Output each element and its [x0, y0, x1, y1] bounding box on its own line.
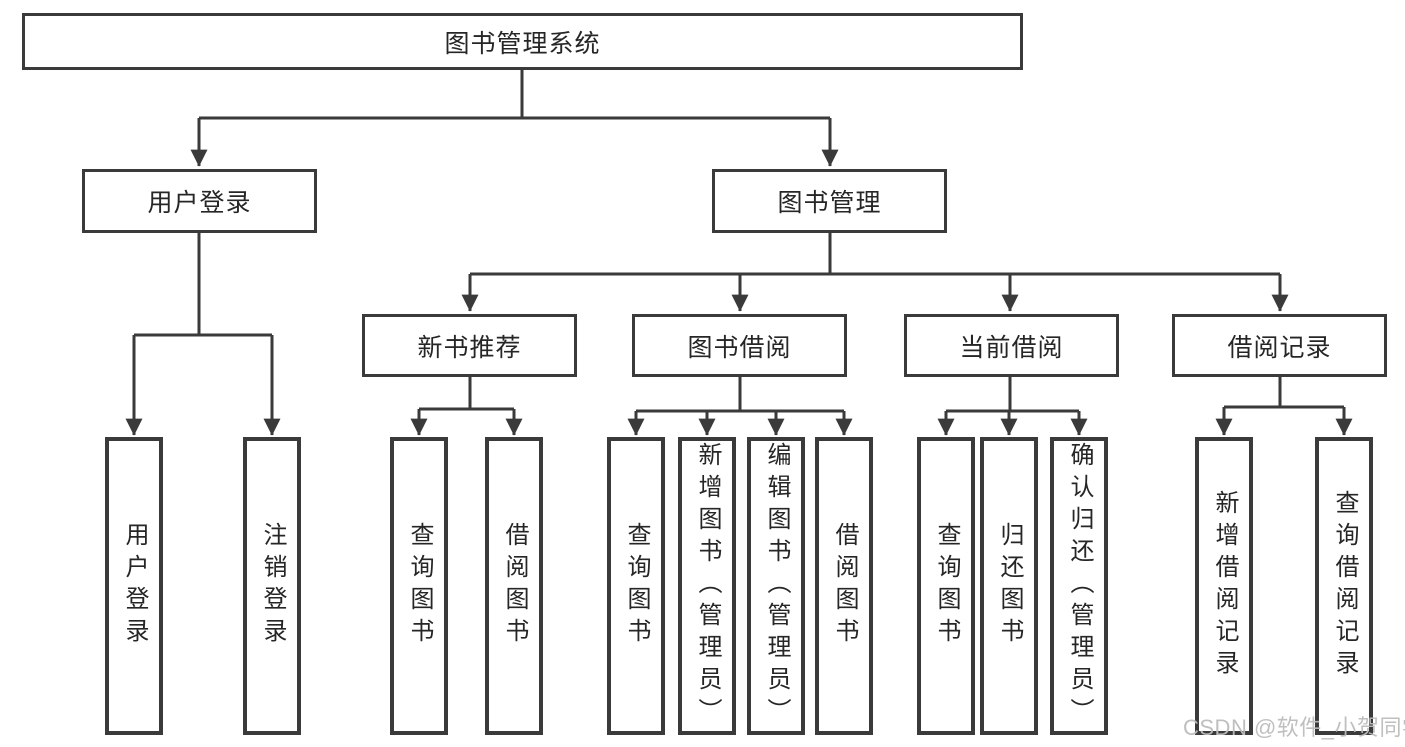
leaf-add-borrow-record: 新增借阅记录	[1195, 437, 1253, 735]
node-label-user-login: 用户登录	[147, 189, 252, 217]
leaf-label-add-borrow-record: 新增借阅记录	[1211, 490, 1238, 682]
leaf-label-confirm-return-admin: 确认归还（管理员）	[1066, 442, 1093, 730]
leaf-add-books-admin: 新增图书（管理员）	[678, 437, 736, 735]
leaf-return-books: 归还图书	[980, 437, 1038, 735]
leaf-label-edit-books-admin: 编辑图书（管理员）	[763, 442, 790, 730]
leaf-label-query-borrow-record: 查询借阅记录	[1331, 490, 1358, 682]
leaf-confirm-return-admin: 确认归还（管理员）	[1050, 437, 1108, 735]
node-label-root: 图书管理系统	[444, 29, 601, 58]
leaf-query-books-current: 查询图书	[917, 437, 975, 735]
node-label-book-borrow: 图书借阅	[687, 333, 792, 362]
leaf-query-books-recommend: 查询图书	[390, 437, 448, 735]
node-label-current-borrow: 当前借阅	[959, 333, 1064, 362]
node-current-borrow: 当前借阅	[904, 314, 1119, 377]
leaf-logout: 注销登录	[243, 437, 301, 735]
leaf-label-query-books-recommend: 查询图书	[406, 522, 433, 650]
leaf-label-logout: 注销登录	[259, 522, 286, 650]
leaf-query-books-borrow: 查询图书	[607, 437, 665, 735]
leaf-label-query-books-borrow: 查询图书	[623, 522, 650, 650]
node-user-login: 用户登录	[82, 169, 317, 233]
leaf-user-login: 用户登录	[105, 437, 163, 735]
node-label-new-book-recommend: 新书推荐	[417, 333, 522, 362]
leaf-label-add-books-admin: 新增图书（管理员）	[694, 442, 721, 730]
node-borrow-record: 借阅记录	[1172, 314, 1387, 377]
leaf-borrow-books: 借阅图书	[815, 437, 873, 735]
node-book-borrow: 图书借阅	[632, 314, 847, 377]
leaf-label-query-books-current: 查询图书	[933, 522, 960, 650]
node-book-management: 图书管理	[712, 169, 947, 233]
leaf-label-borrow-books-recommend: 借阅图书	[501, 522, 528, 650]
leaf-edit-books-admin: 编辑图书（管理员）	[747, 437, 805, 735]
leaf-label-return-books: 归还图书	[996, 522, 1023, 650]
node-label-book-management: 图书管理	[777, 189, 882, 217]
node-book-management-system: 图书管理系统	[22, 13, 1023, 70]
leaf-label-borrow-books: 借阅图书	[831, 522, 858, 650]
leaf-borrow-books-recommend: 借阅图书	[485, 437, 543, 735]
watermark-csdn: CSDN @软件_小贺同学	[1183, 715, 1405, 740]
node-new-book-recommend: 新书推荐	[362, 314, 577, 377]
leaf-query-borrow-record: 查询借阅记录	[1315, 437, 1373, 735]
leaf-label-user-login: 用户登录	[121, 522, 148, 650]
node-label-borrow-record: 借阅记录	[1227, 333, 1332, 362]
